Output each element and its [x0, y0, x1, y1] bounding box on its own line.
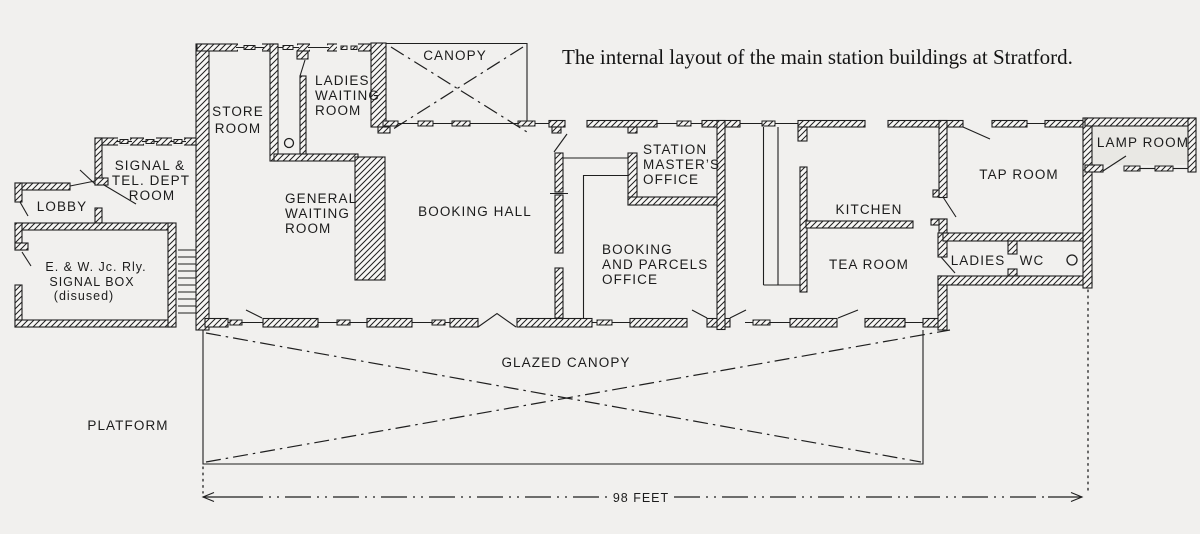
label-booking-parcels: BOOKING [602, 242, 673, 257]
fixture-circle [1066, 254, 1078, 266]
label-general-waiting: WAITING [285, 206, 350, 221]
main-entrance-door [477, 312, 517, 328]
label-ladies-waiting: LADIES [315, 73, 370, 88]
tap-lamp-walls [932, 117, 1197, 289]
label-signal-box: SIGNAL BOX [49, 275, 134, 289]
arrow-right [1070, 491, 1084, 503]
label-booking-parcels: AND PARCELS [602, 257, 708, 272]
stairs [178, 249, 196, 314]
label-general-waiting: GENERAL [285, 191, 357, 206]
fixture-circle [283, 137, 295, 149]
kitchen-tea-walls [762, 127, 948, 331]
lamp-room-shading [1092, 126, 1188, 165]
label-ladies: LADIES [951, 253, 1006, 268]
signal-annex-walls [14, 137, 201, 328]
label-glazed-canopy: GLAZED CANOPY [501, 355, 630, 370]
chimney-block [354, 156, 386, 281]
label-station-master: MASTER’S [643, 157, 720, 172]
label-station-master: OFFICE [643, 172, 699, 187]
label-signal-tel: ROOM [129, 188, 175, 203]
dimension-line [201, 289, 1089, 503]
label-signal-box: E. & W. Jc. Rly. [45, 260, 146, 274]
label-tap-room: TAP ROOM [979, 167, 1059, 182]
label-signal-box: (disused) [54, 289, 114, 303]
label-dimension: 98 FEET [613, 491, 669, 505]
label-tea-room: TEA ROOM [829, 257, 909, 272]
label-store-room: ROOM [215, 121, 261, 136]
label-signal-tel: TEL. DEPT [112, 173, 190, 188]
label-store-room: STORE [212, 104, 264, 119]
label-station-master: STATION [643, 142, 707, 157]
label-ladies-waiting: WAITING [315, 88, 380, 103]
label-platform: PLATFORM [87, 418, 168, 433]
label-signal-tel: SIGNAL & [115, 158, 186, 173]
label-ladies-waiting: ROOM [315, 103, 361, 118]
drawing-title: The internal layout of the main station … [562, 45, 1073, 69]
arrow-left [201, 491, 215, 503]
label-lamp-room: LAMP ROOM [1097, 135, 1189, 150]
label-booking-hall: BOOKING HALL [418, 204, 532, 219]
label-general-waiting: ROOM [285, 221, 331, 236]
label-booking-parcels: OFFICE [602, 272, 658, 287]
main-building-walls [195, 42, 1086, 331]
booking-area-walls [550, 119, 726, 331]
glazed-canopy-outline [202, 329, 951, 465]
label-lobby: LOBBY [37, 199, 88, 214]
label-canopy: CANOPY [423, 48, 487, 63]
label-kitchen: KITCHEN [836, 202, 903, 217]
label-wc: WC [1020, 253, 1045, 268]
